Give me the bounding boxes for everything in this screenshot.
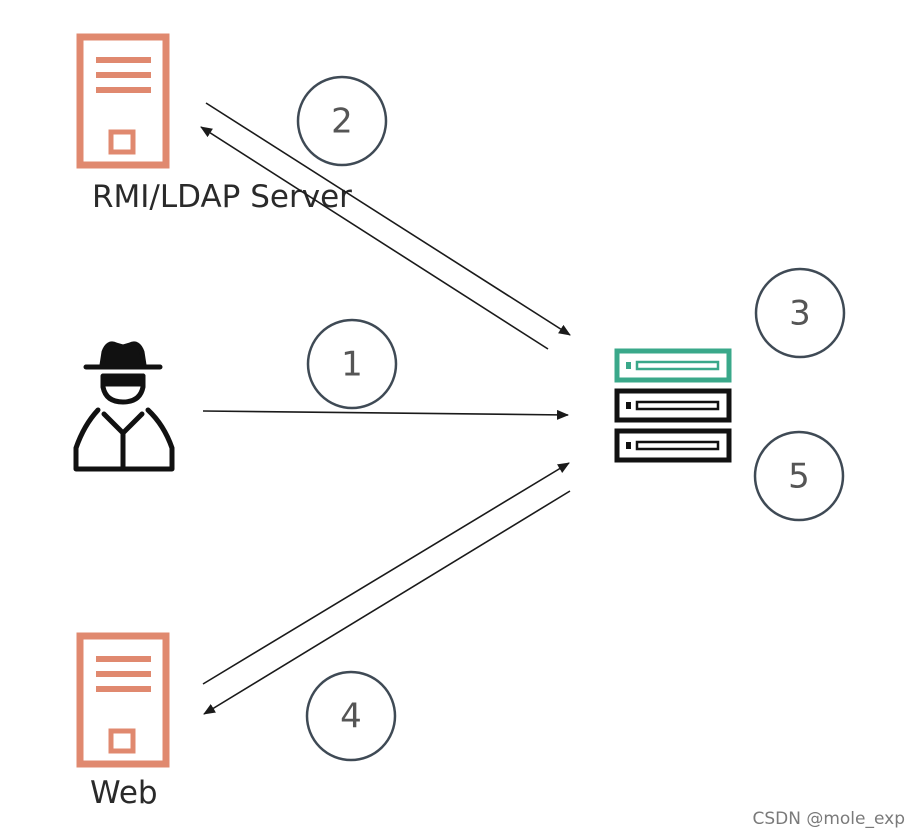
hacker-icon	[73, 341, 175, 472]
step-number: 1	[341, 345, 363, 385]
step-number: 4	[340, 697, 362, 737]
server-rack-icon	[614, 348, 732, 463]
step-marker-2: 2	[296, 75, 388, 167]
step-marker-3: 3	[754, 267, 846, 359]
rmi-ldap-server-label: RMI/LDAP Server	[92, 179, 352, 215]
web-server-icon	[76, 632, 170, 768]
step-number: 2	[331, 102, 353, 142]
step-number: 5	[788, 457, 810, 497]
step-number: 3	[789, 294, 811, 334]
arrow-target-to-web	[203, 490, 571, 715]
arrow-server-to-target	[205, 102, 571, 336]
arrow-target-to-server	[200, 126, 549, 350]
rmi-ldap-server-icon	[76, 33, 170, 169]
web-label: Web	[90, 775, 158, 811]
step-marker-5: 5	[753, 430, 845, 522]
arrow-attacker-to-target	[202, 409, 569, 420]
arrow-web-to-target	[202, 462, 570, 685]
watermark: CSDN @mole_exp	[752, 809, 905, 829]
step-marker-4: 4	[305, 670, 397, 762]
step-marker-1: 1	[306, 318, 398, 410]
